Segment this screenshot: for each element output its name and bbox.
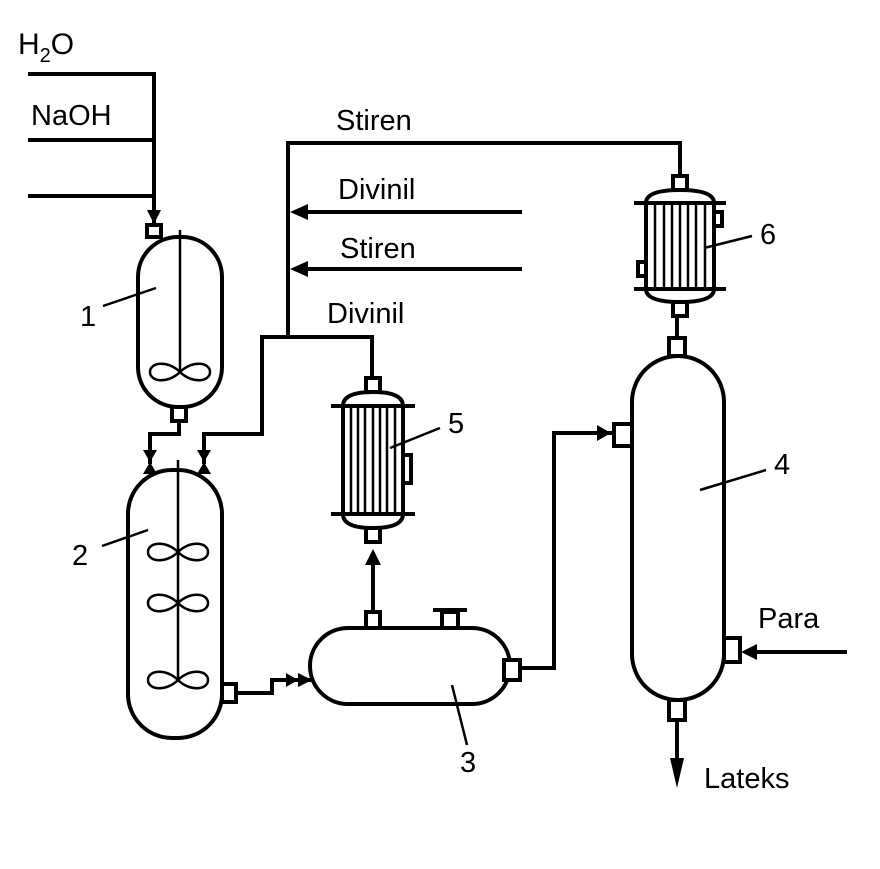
- equipment-number-6: 6: [760, 219, 776, 251]
- monomer-feed-pipe: [197, 141, 682, 474]
- agitator-icon: [146, 542, 210, 562]
- divinyl-arrow-icon: [290, 204, 308, 220]
- heat-exchanger-6: [634, 174, 726, 318]
- equipment-number-3: 3: [460, 747, 476, 779]
- styrene-top-label: Stiren: [336, 105, 412, 137]
- equipment-number-2: 2: [72, 540, 88, 572]
- agitator-icon: [146, 670, 210, 690]
- feed-lines: [28, 72, 161, 224]
- water-feed-line: [28, 72, 156, 224]
- latex-label: Lateks: [704, 763, 789, 795]
- agitator-icon: [148, 362, 212, 382]
- equipment-number-5: 5: [448, 408, 464, 440]
- heat-exchanger-5: [331, 376, 415, 544]
- vessel-2: [126, 460, 238, 740]
- pipe-3-to-5: [365, 549, 381, 614]
- vessel-3: [308, 608, 522, 706]
- pipe-2-to-3: [234, 673, 312, 695]
- feed-arrow-icon: [147, 210, 161, 224]
- divinyl-out-label: Divinil: [327, 298, 404, 330]
- leader-lines: [101, 234, 767, 746]
- vessel-1: [136, 223, 224, 423]
- pipe-1-to-2: [143, 419, 181, 474]
- latex-outlet: [670, 718, 684, 788]
- divinyl-in-label: Divinil: [338, 174, 415, 206]
- equipment-number-4: 4: [774, 449, 790, 481]
- pipe-3-to-4: [518, 425, 612, 670]
- agitator-icon: [146, 593, 210, 613]
- steam-label: Para: [758, 603, 820, 635]
- column-4: [612, 336, 742, 722]
- styrene-arrow-icon: [290, 261, 308, 277]
- water-label: H2O: [18, 28, 74, 67]
- naoh-label: NaOH: [31, 100, 112, 132]
- styrene-in-label: Stiren: [340, 233, 416, 265]
- equipment-number-1: 1: [80, 301, 96, 333]
- steam-feed: [741, 644, 847, 660]
